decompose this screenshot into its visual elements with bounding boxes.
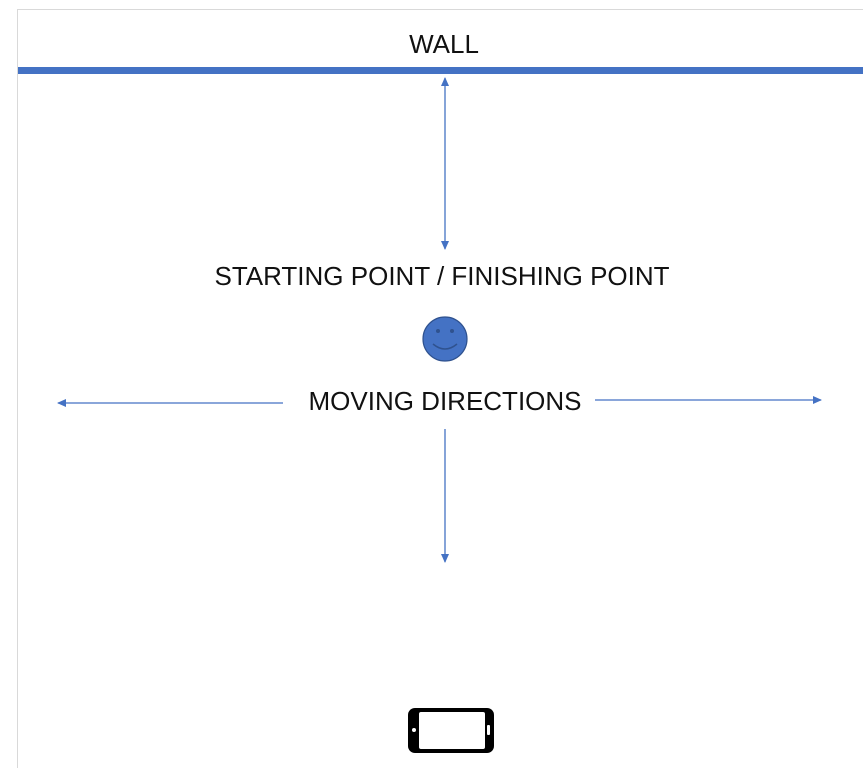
moving-directions-label: MOVING DIRECTIONS	[306, 386, 584, 416]
wall-line	[18, 67, 863, 74]
smiley-face-icon	[422, 316, 468, 362]
start-finish-label: STARTING POINT / FINISHING POINT	[212, 261, 672, 291]
wall-label: WALL	[407, 29, 481, 59]
smartphone-icon	[408, 708, 494, 753]
diagram-frame	[17, 9, 863, 768]
